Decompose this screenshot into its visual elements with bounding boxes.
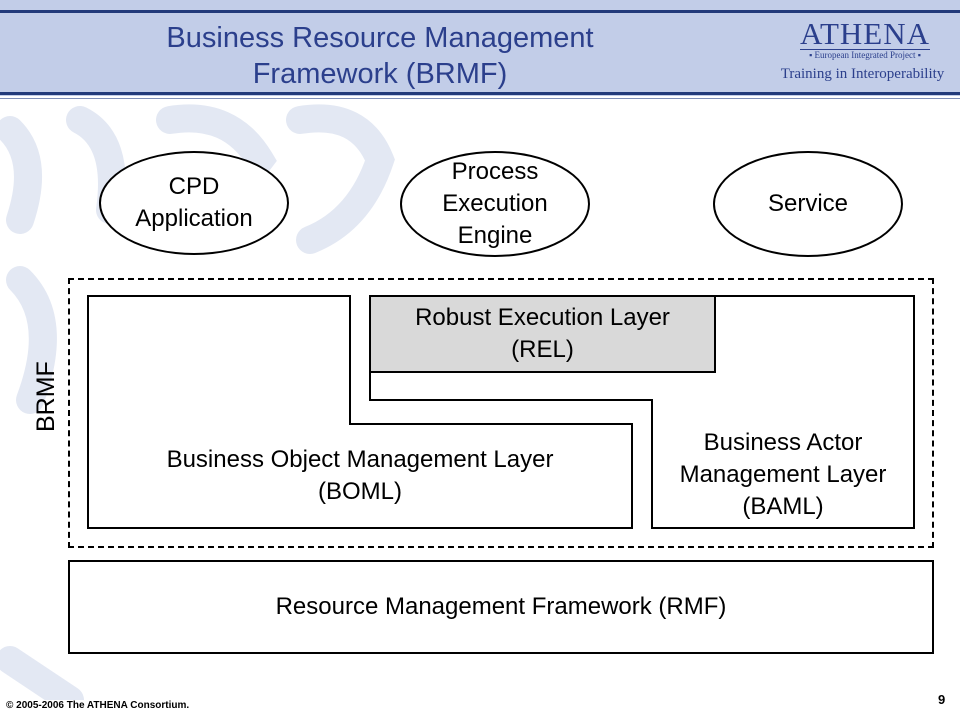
- logo-divider: [800, 49, 930, 50]
- brmf-container: [68, 278, 934, 548]
- athena-logo-subtitle: ▪ European Integrated Project ▪: [809, 50, 921, 60]
- athena-logo: ATHENA: [800, 16, 930, 51]
- ellipse-cpd-application: CPD Application: [99, 151, 289, 255]
- brmf-label: BRMF: [32, 361, 60, 432]
- baml-label: Business Actor Management Layer (BAML): [679, 429, 887, 520]
- header-rule: [0, 98, 960, 99]
- header-rule: [0, 92, 960, 95]
- athena-logo-tagline: Training in Interoperability: [780, 66, 945, 82]
- page-number: 9: [938, 692, 946, 707]
- slide-title: Business Resource Management Framework (…: [166, 22, 594, 90]
- slide-header: [0, 0, 960, 96]
- boml-label: Business Object Management Layer (BOML): [166, 446, 554, 505]
- rel-label: Robust Execution Layer (REL): [415, 304, 670, 363]
- ellipse-service: Service: [713, 151, 903, 257]
- ellipse-label: Service: [767, 190, 849, 217]
- ellipse-label: CPD Application: [135, 173, 253, 232]
- rmf-box: Resource Management Framework (RMF): [68, 560, 934, 654]
- rmf-label: Resource Management Framework (RMF): [275, 593, 727, 620]
- header-rule: [0, 10, 960, 13]
- footer-copyright: © 2005-2006 The ATHENA Consortium.: [6, 700, 190, 711]
- ellipse-process-execution-engine: Process Execution Engine: [400, 151, 590, 257]
- ellipse-label: Process Execution Engine: [442, 158, 548, 249]
